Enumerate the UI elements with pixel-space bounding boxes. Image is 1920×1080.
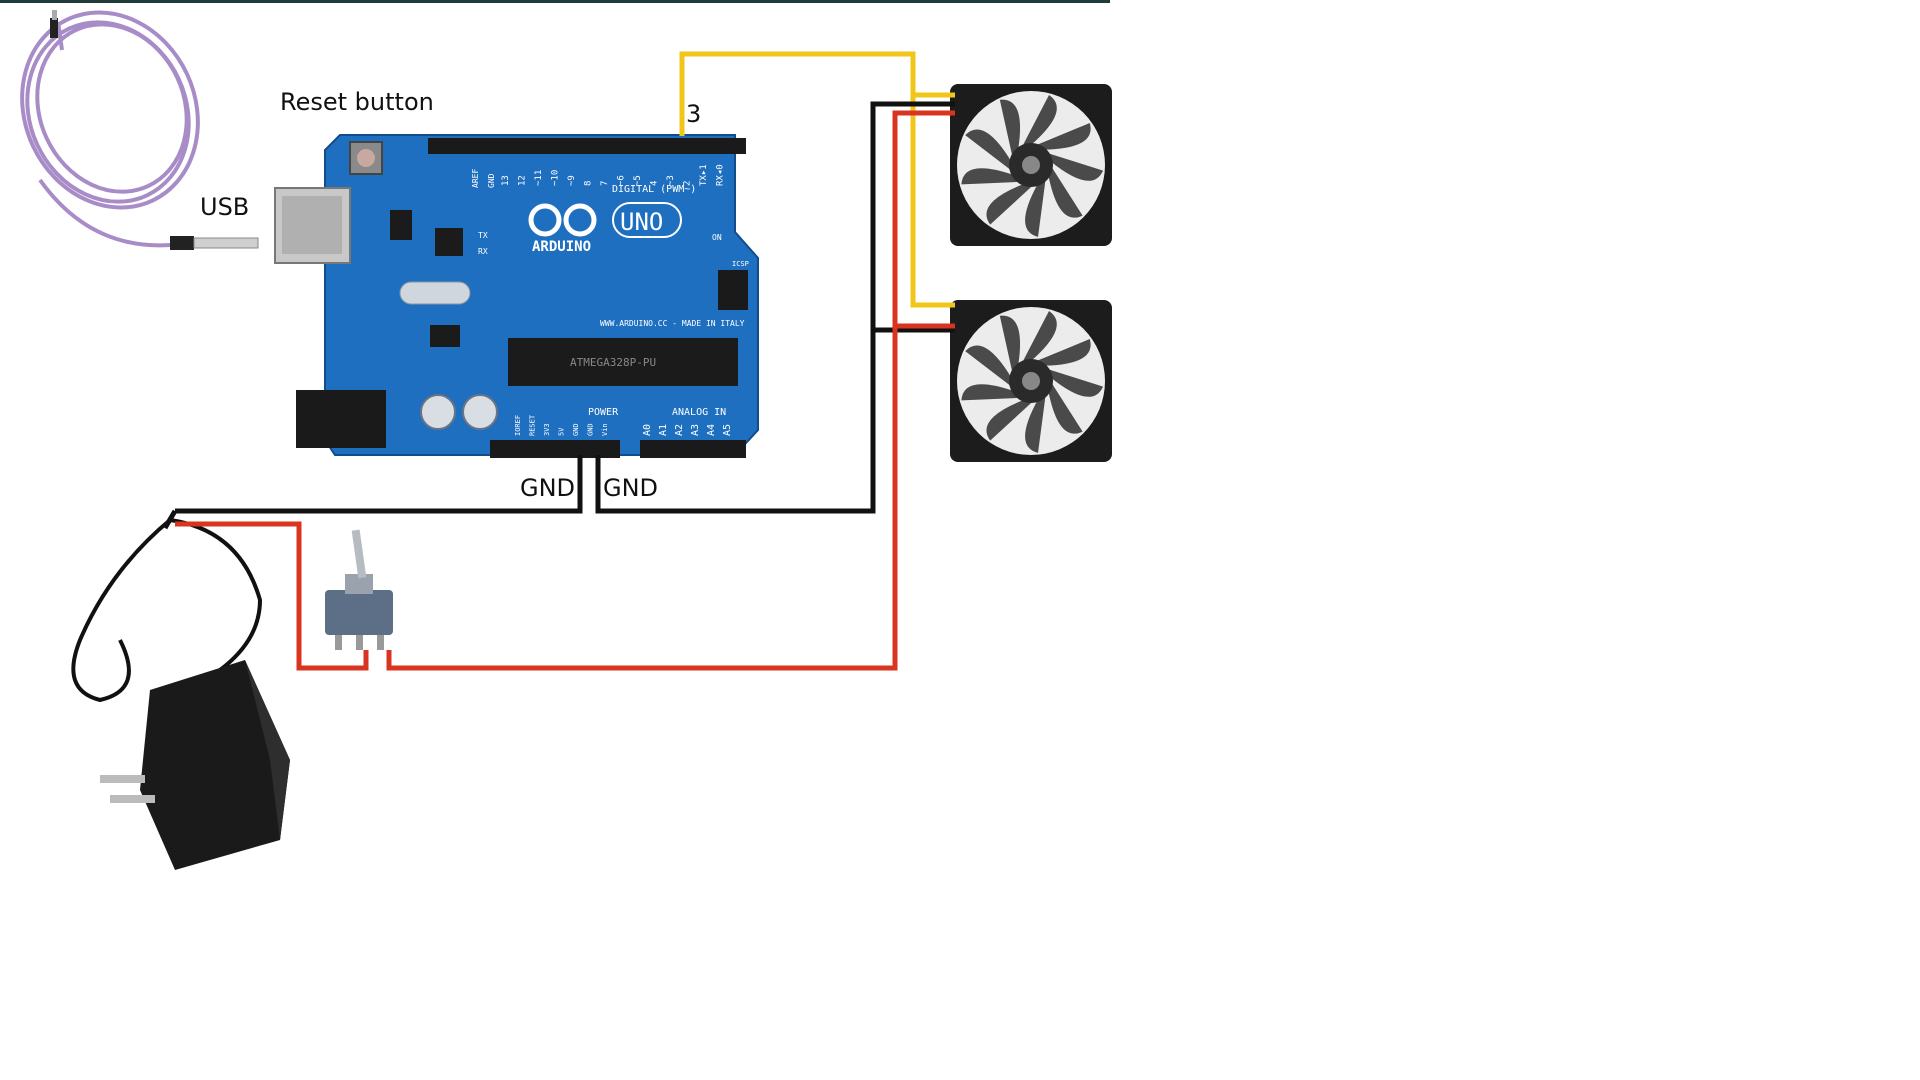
fan-blade	[999, 315, 1021, 371]
fan-blade	[961, 168, 1018, 185]
usb-cable	[20, 10, 200, 248]
on-led-label: ON	[712, 233, 722, 242]
analog-label: ANALOG IN	[672, 407, 726, 418]
digital-header	[428, 138, 746, 154]
pin-label: A3	[690, 424, 701, 436]
pin-label: Vin	[601, 423, 609, 436]
pin-label: A0	[642, 424, 653, 436]
pin-label: 4	[650, 181, 660, 186]
fan-blade	[1048, 384, 1083, 434]
pin-label: 7	[600, 181, 610, 186]
power-adapter	[71, 518, 290, 870]
icsp-header	[718, 270, 748, 310]
arduino-uno-board: ATMEGA328P-PU UNO ARDUINO WWW.ARDUINO.CC…	[274, 134, 759, 458]
pin-label: ~11	[534, 170, 544, 186]
pin-label: ~10	[551, 170, 561, 186]
power-pin-labels: IOREF RESET 3V3 5V GND GND Vin	[514, 414, 609, 436]
fan-blade	[961, 384, 1018, 401]
pin-label: RESET	[529, 414, 537, 436]
cooling-fan-bottom	[950, 300, 1112, 462]
pin-label: 8	[584, 181, 594, 186]
digital-label: DIGITAL (PWM~)	[612, 184, 696, 195]
rx-led-label: RX	[478, 247, 488, 256]
pin-label: 13	[501, 175, 511, 186]
board-brand-label: ARDUINO	[532, 239, 591, 255]
fan-blade	[965, 129, 1012, 170]
icsp-label: ICSP	[732, 260, 749, 268]
top-border-line	[0, 0, 1110, 3]
pin-label: 2	[683, 181, 693, 186]
fan-blade	[1023, 95, 1057, 145]
fan-blade	[986, 399, 1032, 441]
fan-blade	[1049, 369, 1104, 397]
pin-label: TX▸1	[699, 164, 709, 186]
aref-label: AREF	[471, 169, 480, 188]
gnd-left-label: GND	[520, 474, 576, 502]
pin-label: 3V3	[543, 423, 551, 436]
gnd-right-label: GND	[603, 474, 659, 502]
power-header	[490, 440, 620, 458]
pin-label: ~9	[567, 175, 577, 186]
capacitor	[462, 394, 498, 430]
fan-blade	[986, 183, 1032, 225]
pin-label: RX◂0	[716, 164, 726, 186]
pin-label: IOREF	[514, 415, 522, 436]
fan-blade	[1037, 338, 1091, 366]
pin-label: ~6	[617, 175, 627, 186]
pin-label: 5V	[558, 427, 566, 436]
tx-led-label: TX	[478, 231, 488, 240]
power-label: POWER	[588, 407, 619, 418]
pin-label: GND	[587, 423, 595, 436]
toggle-switch[interactable]	[325, 529, 393, 650]
ground-wire	[162, 101, 955, 530]
fan-blade	[1025, 181, 1046, 237]
analog-pin-labels: A0 A1 A2 A3 A4 A5	[642, 424, 733, 436]
chip-label: ATMEGA328P-PU	[570, 356, 656, 369]
pin-3-label: 3	[686, 100, 702, 128]
pin-label: A4	[706, 424, 717, 436]
pin-label: GND	[572, 423, 580, 436]
fan-blade	[1023, 311, 1057, 361]
usb-label: USB	[200, 193, 250, 221]
fan-blade	[1048, 168, 1083, 218]
cooling-fan-top	[950, 84, 1112, 246]
capacitor	[420, 394, 456, 430]
fan-blade	[965, 345, 1012, 386]
pin-label: ~5	[633, 175, 643, 186]
digital-pin-labels: 13 12 ~11 ~10 ~9 8 7 ~6 ~5 4 ~3 2 TX▸1 RX◂0	[501, 164, 726, 186]
fan-blade	[1049, 153, 1104, 181]
fan-blade	[999, 99, 1021, 155]
dc-power-jack	[296, 390, 386, 448]
power-wire	[175, 110, 955, 671]
atmega-chip	[508, 338, 738, 386]
pin-label: A1	[658, 424, 669, 436]
fan-blade	[1037, 122, 1091, 150]
pin-label: A2	[674, 424, 685, 436]
signal-wire	[679, 51, 955, 308]
board-model-label: UNO	[620, 208, 663, 236]
analog-header	[640, 440, 746, 458]
pin-label: 12	[518, 175, 528, 186]
pin-label: ~3	[666, 175, 676, 186]
arduino-logo	[528, 203, 597, 237]
fan-blade	[1025, 397, 1046, 453]
gnd-pin-label: GND	[487, 173, 496, 188]
board-url-label: WWW.ARDUINO.CC - MADE IN ITALY	[600, 319, 745, 328]
usb-connector-plug	[50, 10, 259, 250]
pin-label: A5	[722, 424, 733, 436]
reset-button[interactable]	[349, 141, 383, 175]
reset-button-label: Reset button	[280, 88, 434, 116]
